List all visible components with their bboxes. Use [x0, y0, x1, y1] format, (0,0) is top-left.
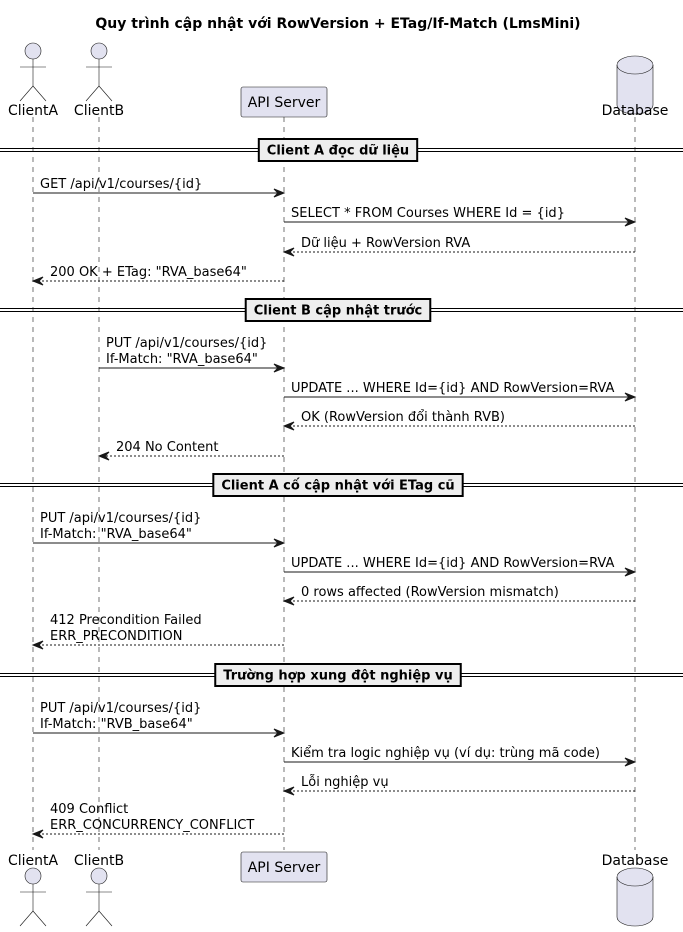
message-label: PUT /api/v1/courses/{id}	[40, 701, 201, 716]
arrowhead	[31, 640, 44, 650]
participant-label: Database	[602, 103, 669, 119]
message-label: SELECT * FROM Courses WHERE Id = {id}	[291, 206, 565, 221]
participant-label: API Server	[248, 95, 321, 111]
message: PUT /api/v1/courses/{id}If-Match: "RVA_b…	[99, 336, 286, 373]
arrowhead	[282, 247, 295, 257]
actor-clientA-bottom: ClientA	[8, 853, 59, 927]
arrowhead	[624, 567, 637, 577]
section-divider: Trường hợp xung đột nghiệp vụ	[0, 663, 683, 687]
actor-clientB-top: ClientB	[74, 42, 124, 119]
participant-label: ClientA	[8, 853, 59, 869]
participant-label: ClientA	[8, 103, 59, 119]
arrowhead	[282, 596, 295, 606]
participant-label: API Server	[248, 860, 321, 876]
arrowhead	[273, 188, 286, 198]
section-label: Client A cố cập nhật với ETag cũ	[221, 479, 454, 494]
section-label-box	[244, 298, 432, 322]
message-label: 200 OK + ETag: "RVA_base64"	[50, 265, 247, 280]
section-divider: Client B cập nhật trước	[0, 298, 683, 322]
arrowhead	[31, 829, 44, 839]
section-label-box	[214, 663, 462, 687]
message: 204 No Content	[97, 440, 284, 461]
message-label: 412 Precondition Failed	[50, 613, 202, 628]
message-label: GET /api/v1/courses/{id}	[40, 177, 202, 192]
message: UPDATE ... WHERE Id={id} AND RowVersion=…	[284, 556, 637, 577]
message-label: Dữ liệu + RowVersion RVA	[301, 236, 470, 251]
message: 0 rows affected (RowVersion mismatch)	[282, 585, 635, 606]
section-divider: Client A cố cập nhật với ETag cũ	[0, 473, 683, 497]
section-divider: Client A đọc dữ liệu	[0, 138, 683, 162]
participant-label: Database	[602, 853, 669, 869]
message-label: UPDATE ... WHERE Id={id} AND RowVersion=…	[291, 381, 614, 396]
arrowhead	[273, 728, 286, 738]
message: SELECT * FROM Courses WHERE Id = {id}	[284, 206, 637, 227]
message-label: 409 Conflict	[50, 802, 128, 817]
arrowhead	[624, 217, 637, 227]
message-label: PUT /api/v1/courses/{id}	[106, 336, 267, 351]
message-label: 204 No Content	[116, 440, 218, 455]
message-label: PUT /api/v1/courses/{id}	[40, 511, 201, 526]
messages: GET /api/v1/courses/{id} SELECT * FROM Co…	[31, 177, 637, 839]
message: Kiểm tra logic nghiệp vụ (ví dụ: trùng m…	[284, 746, 637, 767]
participant-api-top: API Server	[240, 86, 328, 118]
message: UPDATE ... WHERE Id={id} AND RowVersion=…	[284, 381, 637, 402]
arrowhead	[97, 451, 110, 461]
actor-clientA-top: ClientA	[8, 42, 59, 119]
message-label: ERR_CONCURRENCY_CONFLICT	[50, 818, 254, 833]
participant-label: ClientB	[74, 853, 124, 869]
arrowhead	[624, 757, 637, 767]
section-label: Trường hợp xung đột nghiệp vụ	[223, 669, 453, 684]
participant-label: ClientB	[74, 103, 124, 119]
message: PUT /api/v1/courses/{id}If-Match: "RVA_b…	[33, 511, 286, 548]
participant-api-bottom: API Server	[240, 851, 328, 883]
lifelines	[32, 117, 636, 850]
database-db-top: Database	[602, 55, 669, 119]
section-label-box	[257, 138, 419, 162]
arrowhead	[273, 538, 286, 548]
message: OK (RowVersion đổi thành RVB)	[282, 410, 635, 431]
actor-clientB-bottom: ClientB	[74, 853, 124, 927]
arrowhead	[282, 786, 295, 796]
arrowhead	[624, 392, 637, 402]
message: 200 OK + ETag: "RVA_base64"	[31, 265, 284, 286]
message: Dữ liệu + RowVersion RVA	[282, 236, 635, 257]
section-label: Client B cập nhật trước	[254, 304, 423, 319]
database-db-bottom: Database	[602, 853, 669, 927]
arrowhead	[31, 276, 44, 286]
message-label: OK (RowVersion đổi thành RVB)	[301, 410, 505, 425]
arrowhead	[273, 363, 286, 373]
message-label: UPDATE ... WHERE Id={id} AND RowVersion=…	[291, 556, 614, 571]
message-label: If-Match: "RVB_base64"	[40, 717, 193, 732]
message-label: If-Match: "RVA_base64"	[106, 352, 258, 367]
message-label: Lỗi nghiệp vụ	[301, 775, 389, 790]
message-label: Kiểm tra logic nghiệp vụ (ví dụ: trùng m…	[291, 746, 600, 761]
message-label: 0 rows affected (RowVersion mismatch)	[301, 585, 559, 600]
message-label: ERR_PRECONDITION	[50, 629, 182, 644]
arrowhead	[282, 421, 295, 431]
message: PUT /api/v1/courses/{id}If-Match: "RVB_b…	[33, 701, 286, 738]
message: Lỗi nghiệp vụ	[282, 775, 635, 796]
message-label: If-Match: "RVA_base64"	[40, 527, 192, 542]
section-label-box	[212, 473, 464, 497]
diagram-title: Quy trình cập nhật với RowVersion + ETag…	[95, 16, 580, 32]
message: GET /api/v1/courses/{id}	[33, 177, 286, 198]
section-label: Client A đọc dữ liệu	[267, 144, 409, 159]
